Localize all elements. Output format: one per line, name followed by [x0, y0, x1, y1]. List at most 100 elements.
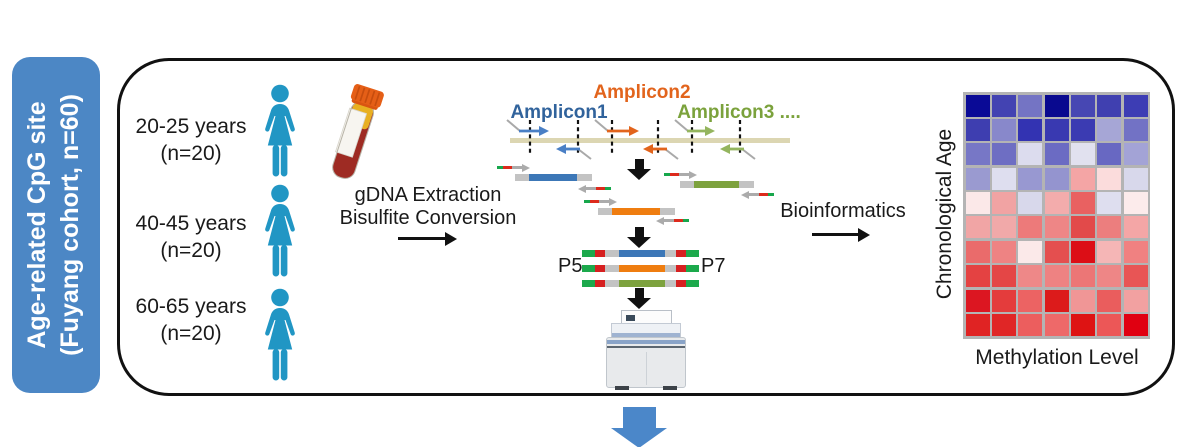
heatmap-cell: [1097, 240, 1122, 263]
adapter-primer-arrow: [578, 184, 611, 193]
heatmap-cell: [991, 240, 1016, 263]
heatmap-cell: [1044, 216, 1069, 239]
down-arrow-icon: [627, 159, 651, 180]
heatmap-cell: [1123, 240, 1148, 263]
adapter-primer-arrow: [584, 197, 617, 206]
pcr-product-amplicon1: [515, 174, 592, 181]
heatmap-cell: [1018, 216, 1043, 239]
sequencer-icon: [604, 306, 688, 392]
heatmap-cell: [1018, 192, 1043, 215]
cohort3-n-label: (n=20): [160, 322, 222, 345]
heatmap-cell: [1097, 216, 1122, 239]
heatmap-cell: [1097, 94, 1122, 117]
extraction-step-label-line2: Bisulfite Conversion: [339, 207, 517, 229]
heatmap-cell: [1071, 94, 1096, 117]
heatmap-cell: [1071, 192, 1096, 215]
heatmap-cell: [965, 118, 990, 141]
heatmap-cell: [1018, 314, 1043, 337]
heatmap-cell: [965, 167, 990, 190]
p7-label: P7: [701, 255, 726, 277]
library-construct: [582, 280, 699, 287]
heatmap-cell: [1123, 167, 1148, 190]
heatmap-cell: [1018, 143, 1043, 166]
heatmap-cell: [1123, 216, 1148, 239]
sequencer-lid: [611, 323, 681, 338]
female-figure-icon: [256, 288, 304, 386]
heatmap-cell: [1044, 192, 1069, 215]
heatmap-cell: [965, 314, 990, 337]
heatmap-cell: [1123, 314, 1148, 337]
right-arrow-icon: [398, 231, 457, 246]
bioinformatics-label: Bioinformatics: [780, 200, 906, 222]
heatmap-cell: [1123, 118, 1148, 141]
heatmap-cell: [1097, 289, 1122, 312]
heatmap-cell: [1071, 314, 1096, 337]
heatmap-cell: [965, 94, 990, 117]
cohort3-age-label: 60-65 years: [135, 295, 247, 318]
heatmap-cell: [991, 118, 1016, 141]
heatmap-cell: [1123, 143, 1148, 166]
heatmap-cell: [1044, 240, 1069, 263]
sequencer-body: [606, 337, 686, 390]
genomic-locus-diagram: [506, 119, 790, 160]
heatmap-cell: [1018, 265, 1043, 288]
heatmap-cell: [965, 240, 990, 263]
forward-primer-arrows: [519, 126, 715, 136]
chronological-age-label: Chronological Age: [933, 128, 956, 300]
heatmap-cell: [1071, 265, 1096, 288]
cohort1-n-label: (n=20): [160, 142, 222, 165]
heatmap-cell: [1097, 118, 1122, 141]
banner-line2: (Fuyang cohort, n=60): [55, 94, 84, 356]
heatmap-cell: [1018, 289, 1043, 312]
heatmap-cell: [1044, 94, 1069, 117]
heatmap-cell: [1071, 167, 1096, 190]
female-figure-icon: [256, 84, 304, 182]
adapter-primer-arrow: [497, 163, 530, 172]
heatmap-cell: [991, 265, 1016, 288]
amplicon-boundary-dashes: [528, 120, 742, 154]
heatmap-cell: [1018, 118, 1043, 141]
heatmap-cell: [991, 314, 1016, 337]
heatmap-cell: [1018, 94, 1043, 117]
heatmap-cell: [965, 289, 990, 312]
heatmap-cell: [1044, 118, 1069, 141]
amplicon3-label: Amplicon3 ....: [677, 102, 801, 123]
cohort1-age-label: 20-25 years: [135, 115, 247, 138]
methylation-level-label: Methylation Level: [975, 346, 1139, 369]
cohort2-n-label: (n=20): [160, 239, 222, 262]
heatmap-cell: [965, 216, 990, 239]
amplicon1-label: Amplicon1: [510, 102, 608, 123]
adapter-primer-arrow: [664, 170, 697, 179]
heatmap-cell: [1071, 143, 1096, 166]
heatmap-cell: [991, 216, 1016, 239]
heatmap-cell: [1018, 167, 1043, 190]
heatmap-cell: [1044, 167, 1069, 190]
heatmap-cell: [965, 192, 990, 215]
sequencer-screen: [626, 315, 635, 321]
library-construct: [582, 265, 699, 272]
adapter-primer-arrow: [656, 216, 689, 225]
big-down-arrow-icon: [611, 407, 668, 447]
heatmap-cell: [1097, 143, 1122, 166]
heatmap-cell: [1044, 265, 1069, 288]
heatmap-cell: [1044, 314, 1069, 337]
heatmap-cell: [1071, 118, 1096, 141]
down-arrow-icon: [627, 227, 651, 248]
heatmap-cell: [991, 143, 1016, 166]
methylation-heatmap: [963, 92, 1151, 339]
study-banner-text: Age-related CpG site (Fuyang cohort, n=6…: [21, 57, 91, 393]
library-construct: [582, 250, 699, 257]
heatmap-cell: [1097, 314, 1122, 337]
heatmap-cell: [991, 167, 1016, 190]
blood-tube-icon: [310, 77, 400, 191]
banner-line1: Age-related CpG site: [23, 101, 51, 349]
pcr-product-amplicon2: [598, 208, 675, 215]
heatmap-cell: [1097, 192, 1122, 215]
heatmap-cell: [965, 265, 990, 288]
extraction-step-label-line1: gDNA Extraction: [354, 184, 502, 206]
adapter-primer-arrow: [741, 190, 774, 199]
p5-label: P5: [558, 255, 583, 277]
heatmap-cell: [1123, 94, 1148, 117]
heatmap-cell: [1097, 265, 1122, 288]
